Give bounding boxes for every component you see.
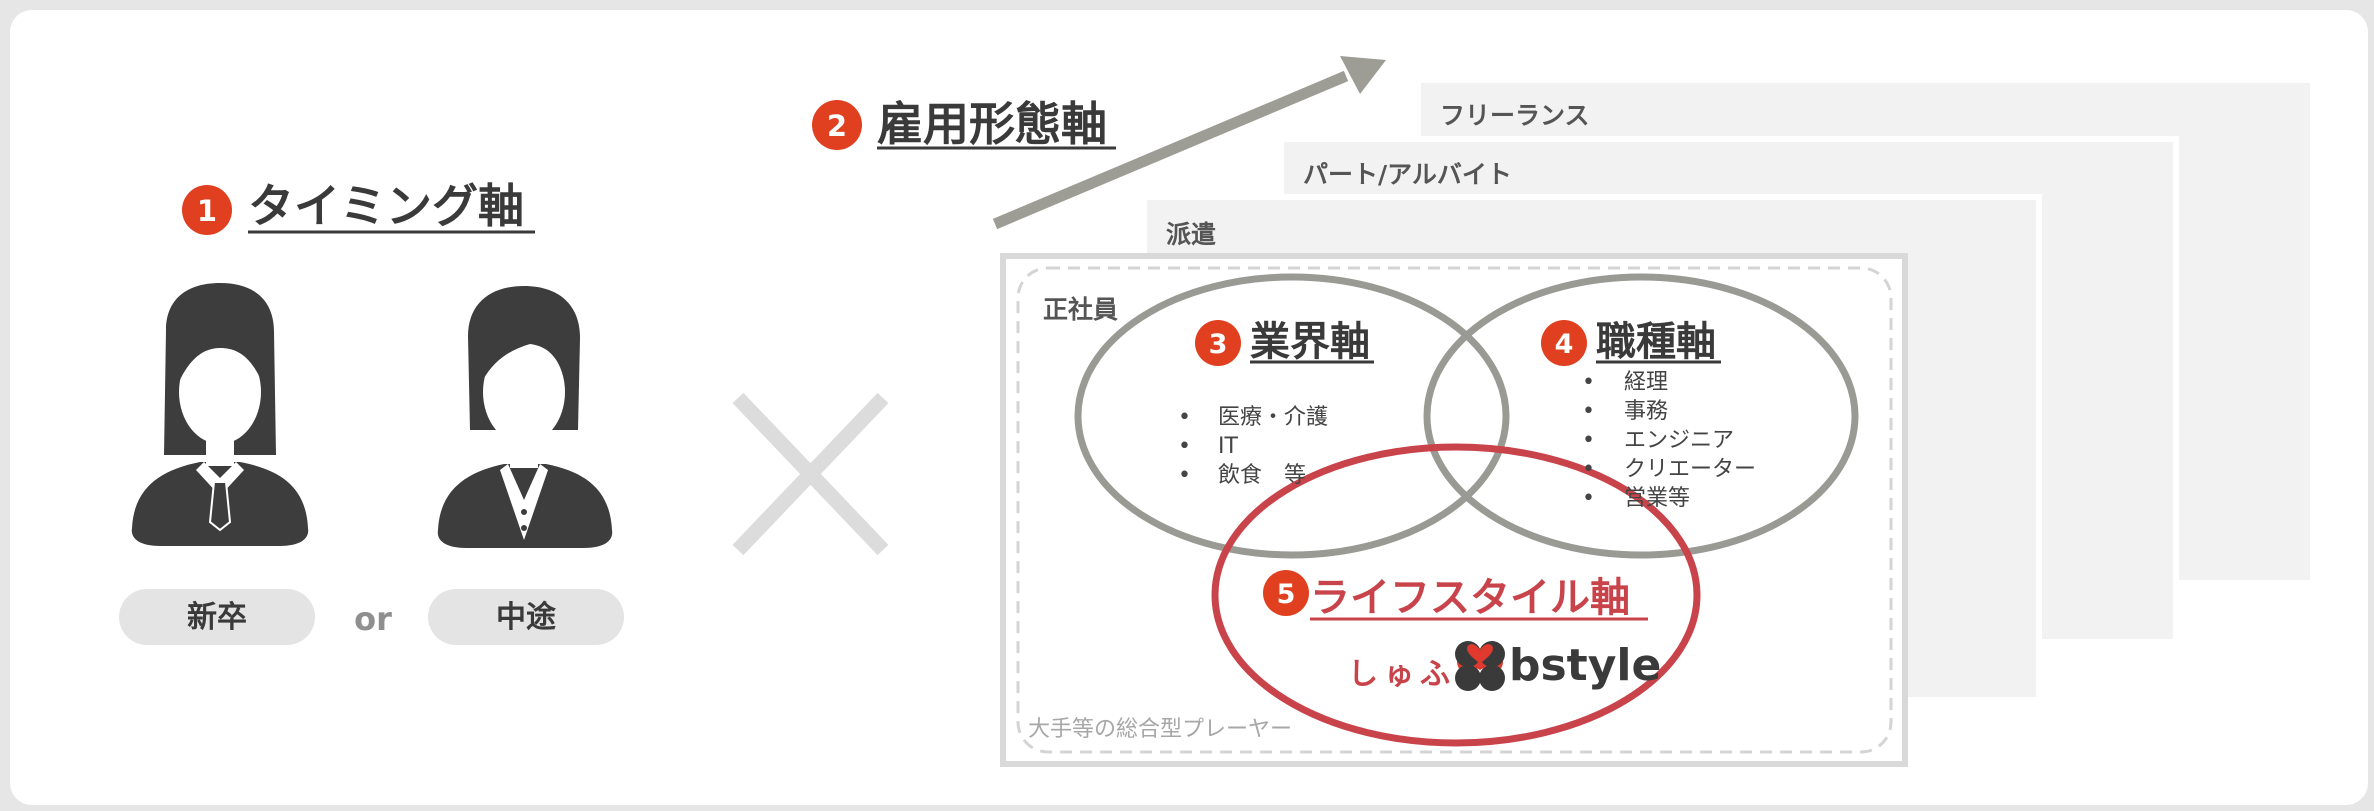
number-badge-1 xyxy=(182,185,232,235)
general-player-dashed-box xyxy=(1016,266,1893,754)
occupation-list: • 経理 • 事務 • エンジニア • クリエーター • 営業等 xyxy=(1582,370,1756,511)
occupation-item: クリエーター xyxy=(1624,457,1756,482)
occupation-item: エンジニア xyxy=(1624,428,1734,453)
occupation-item: 経理 xyxy=(1624,370,1668,395)
industry-list: • 医療・介護 • IT • 飲食 等 xyxy=(1178,405,1328,488)
number-badge-4 xyxy=(1541,320,1587,366)
industry-item: IT xyxy=(1218,434,1238,459)
full-time-label: 正社員 xyxy=(1043,295,1118,324)
number-badge-5 xyxy=(1263,570,1309,616)
logo-brand-text: bstyle xyxy=(1509,640,1661,691)
number-badge-1-text: 1 xyxy=(197,194,217,228)
bullet: • xyxy=(1582,457,1595,482)
occupation-axis-heading: 4 職種軸 xyxy=(1541,319,1721,366)
new-grad-pill: 新卒 xyxy=(119,589,315,645)
lifestyle-axis-heading: 5 ライフスタイル軸 xyxy=(1263,570,1648,621)
number-badge-2 xyxy=(812,100,862,150)
number-badge-3 xyxy=(1195,320,1241,366)
general-player-label: 大手等の総合型プレーヤー xyxy=(1028,717,1292,742)
lifestyle-circle xyxy=(1211,443,1701,747)
timing-axis-heading: 1 タイミング軸 xyxy=(182,179,535,235)
freelance-label: フリーランス xyxy=(1440,101,1590,130)
lifestyle-axis-title: ライフスタイル軸 xyxy=(1310,575,1630,621)
bullet: • xyxy=(1582,399,1595,424)
occupation-item: 事務 xyxy=(1624,399,1668,424)
industry-item: 飲食 等 xyxy=(1218,463,1306,488)
number-badge-4-text: 4 xyxy=(1555,329,1574,360)
bullet: • xyxy=(1582,486,1595,511)
industry-axis-heading: 3 業界軸 xyxy=(1195,319,1374,366)
number-badge-5-text: 5 xyxy=(1277,579,1296,610)
logo-prefix-text: しゅふ xyxy=(1348,657,1456,692)
bullet: • xyxy=(1178,405,1191,430)
dispatch-label: 派遣 xyxy=(1166,220,1216,249)
new-grad-label: 新卒 xyxy=(187,600,247,635)
industry-circle xyxy=(1074,273,1510,559)
employment-axis-heading: 2 雇用形態軸 xyxy=(812,97,1116,151)
industry-axis-title: 業界軸 xyxy=(1250,319,1370,365)
employment-axis-title: 雇用形態軸 xyxy=(877,97,1107,151)
bullet: • xyxy=(1178,463,1191,488)
occupation-item: 営業等 xyxy=(1624,486,1690,511)
occupation-axis-title: 職種軸 xyxy=(1596,319,1716,365)
shufu-bstyle-logo: しゅふ bstyle xyxy=(1348,640,1661,692)
employment-axis-arrow xyxy=(992,56,1386,230)
or-label: or xyxy=(354,600,392,638)
occupation-circle xyxy=(1423,273,1859,559)
timing-axis-title: タイミング軸 xyxy=(248,179,524,233)
number-badge-2-text: 2 xyxy=(827,109,847,143)
mid-career-pill: 中途 xyxy=(428,589,624,645)
mid-career-label: 中途 xyxy=(496,600,557,635)
new-grad-person-icon xyxy=(131,283,309,546)
multiply-icon xyxy=(732,392,889,556)
bullet: • xyxy=(1582,370,1595,395)
part-time-label: パート/アルバイト xyxy=(1303,160,1512,189)
bullet: • xyxy=(1582,428,1595,453)
number-badge-3-text: 3 xyxy=(1209,329,1228,360)
clover-icon xyxy=(1455,641,1505,691)
bullet: • xyxy=(1178,434,1191,459)
industry-item: 医療・介護 xyxy=(1218,405,1328,430)
mid-career-person-icon xyxy=(437,286,613,548)
